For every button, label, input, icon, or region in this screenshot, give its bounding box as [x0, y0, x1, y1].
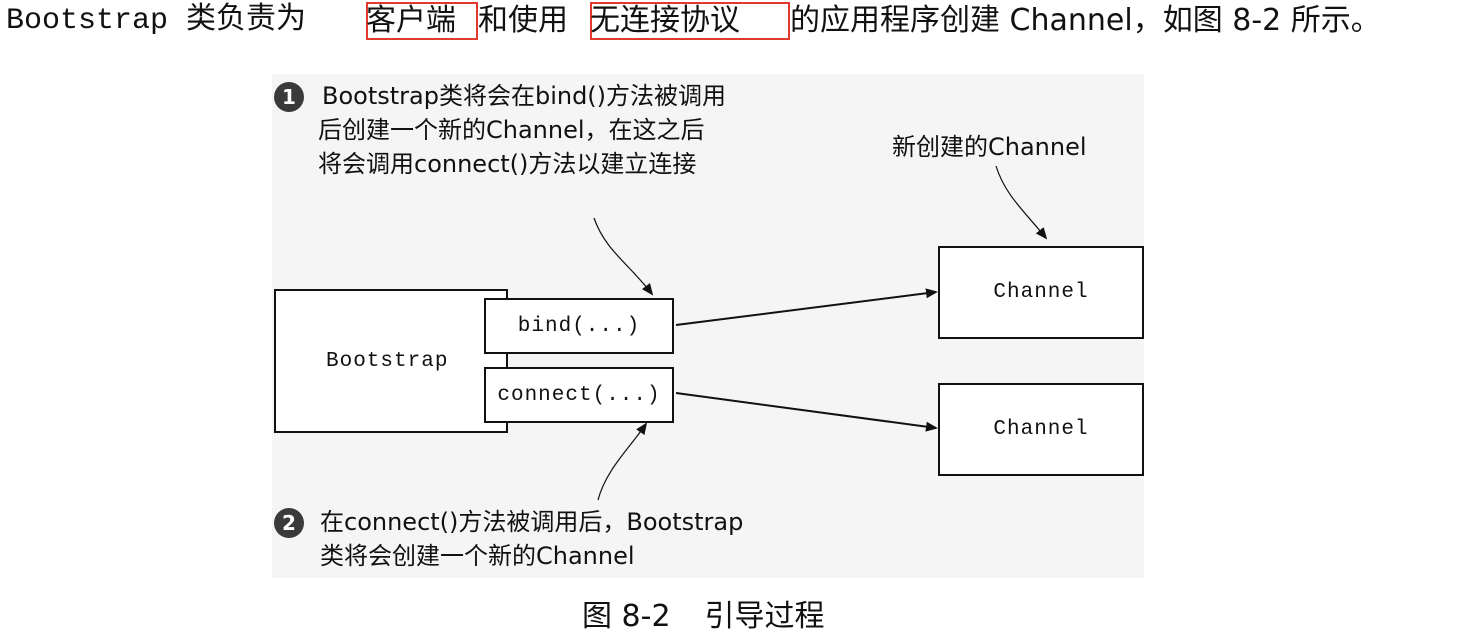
note-1-line-2: 后创建一个新的Channel，在这之后 [318, 116, 705, 144]
bootstrap-label: Bootstrap [326, 349, 449, 373]
channel-bottom-label: Channel [993, 418, 1089, 441]
note-2-line-1: 在connect()方法被调用后，Bootstrap [320, 508, 744, 536]
bind-label: bind(...) [517, 314, 641, 338]
step-2-badge: 2 [274, 508, 304, 538]
figure-caption: 图 8-2 引导过程 [582, 598, 825, 636]
connect-label: connect(...) [497, 383, 661, 407]
highlight-connectionless: 无连接协议 [590, 2, 790, 40]
new-channel-note: 新创建的Channel [892, 133, 1087, 161]
highlight-client: 客户端 [366, 2, 478, 40]
figure-title: 引导过程 [704, 599, 825, 634]
step-1-badge: 1 [274, 82, 304, 112]
note-1-pointer [593, 217, 654, 296]
connect-method-box: connect(...) [484, 367, 674, 423]
intro-seg-3: 和使用 [478, 3, 568, 38]
figure-number: 图 8-2 [582, 599, 671, 634]
bind-method-box: bind(...) [484, 298, 674, 354]
intro-seg-5: 的应用程序创建 Channel，如图 8-2 所示。 [790, 3, 1381, 38]
bootstrap-box: Bootstrap [274, 289, 508, 433]
channel-box-top: Channel [938, 246, 1144, 339]
note-1-line-3: 将会调用connect()方法以建立连接 [318, 150, 697, 178]
note-2-line-2: 类将会创建一个新的Channel [320, 542, 635, 570]
note-1-line-1: Bootstrap类将会在bind()方法被调用 [322, 82, 727, 110]
intro-sentence: Bootstrap 类负责为 客户端 和使用 无连接协议 的应用程序创建 Cha… [0, 0, 1482, 48]
bind-to-channel-arrow [675, 288, 938, 326]
channel-box-bottom: Channel [938, 383, 1144, 476]
new-channel-pointer [995, 165, 1048, 240]
note-2-pointer [597, 422, 648, 501]
channel-top-label: Channel [993, 281, 1089, 304]
connect-to-channel-arrow [675, 392, 938, 432]
intro-seg-1: Bootstrap 类负责为 [6, 4, 307, 38]
